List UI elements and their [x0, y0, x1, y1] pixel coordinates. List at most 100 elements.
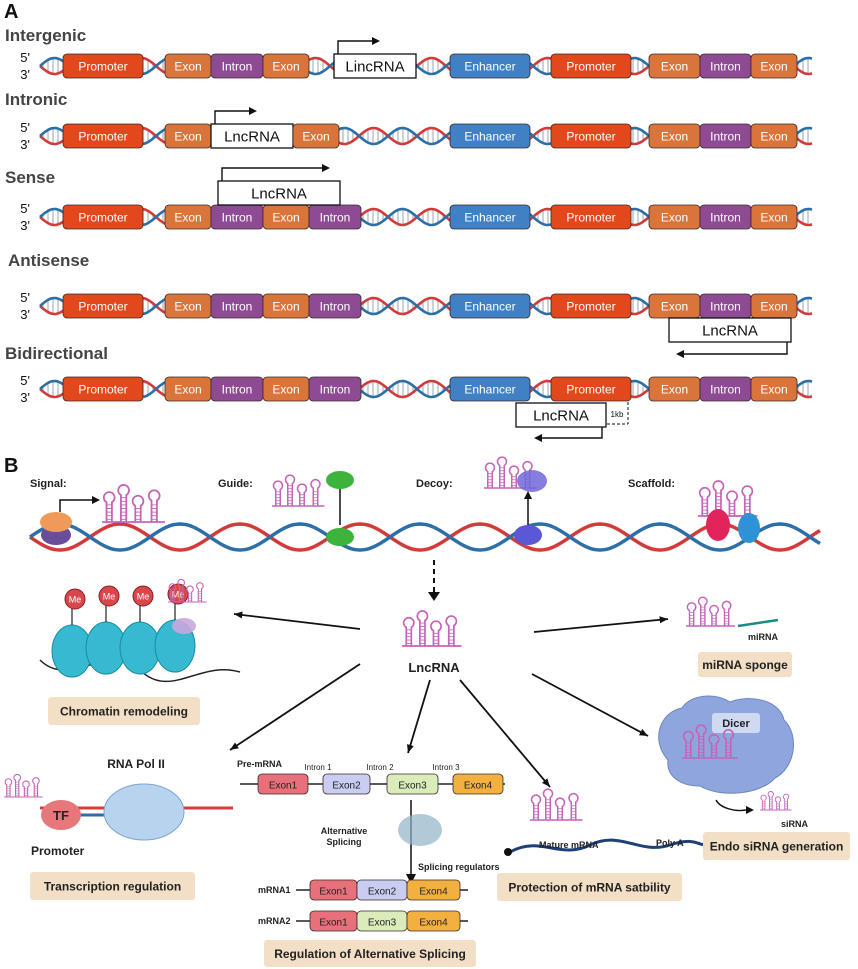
exon: Exon	[648, 204, 701, 230]
decoy-arrow-head	[524, 491, 532, 499]
intron: Intron	[210, 53, 264, 79]
stem-loop	[760, 794, 767, 811]
chromatin-label-text: Chromatin remodeling	[60, 705, 188, 719]
pre-exon: Exon2	[322, 773, 371, 795]
intron-label: Intron	[320, 211, 351, 225]
exon-label: Exon	[661, 60, 688, 74]
promoter-box	[62, 123, 144, 149]
stem-loop	[117, 484, 130, 523]
enhancer: Enhancer	[449, 53, 531, 79]
alt-label-1: Alternative	[321, 826, 368, 836]
enhancer-box	[449, 53, 531, 79]
exon: Exon	[164, 204, 212, 230]
promoter-label: Promoter	[566, 130, 615, 144]
mrna2-exon-label: Exon1	[319, 918, 348, 929]
intron-label: Intron	[710, 130, 741, 144]
stem-loop	[131, 494, 145, 523]
dicer-label: Dicer	[722, 718, 750, 730]
sponge-label-text: miRNA sponge	[702, 658, 788, 672]
enhancer-box	[449, 376, 531, 402]
enhancer-label: Enhancer	[464, 300, 515, 314]
row-title: Intronic	[5, 90, 67, 109]
sirna-arrow-head	[746, 806, 754, 814]
stem-loop	[284, 474, 296, 506]
stem-loop	[272, 480, 284, 506]
exon-label: Exon	[661, 211, 688, 225]
stem-loop	[430, 620, 442, 647]
sponge-lncrna	[686, 596, 735, 627]
pre-exon-box	[386, 773, 439, 795]
promoter: Promoter	[62, 204, 144, 230]
regulators-label: Splicing regulators	[418, 862, 500, 872]
enhancer-label: Enhancer	[464, 130, 515, 144]
methyl-label: Me	[103, 592, 116, 602]
transcription-arrow	[214, 107, 257, 124]
pre-exon-label: Exon4	[464, 781, 493, 792]
lncrna-label: LncRNA	[702, 323, 758, 340]
promoter-label: Promoter	[78, 60, 127, 74]
exon-box	[750, 204, 798, 230]
exon-label: Exon	[760, 300, 787, 314]
promoter: Promoter	[550, 204, 632, 230]
methyl-label: Me	[69, 595, 82, 605]
stem-loop	[4, 778, 13, 798]
mrna2-exon-label: Exon3	[368, 918, 397, 929]
arrow-stability	[459, 679, 551, 788]
promoter-box	[550, 123, 632, 149]
enhancer: Enhancer	[449, 204, 531, 230]
splicing-regulator-complex	[398, 814, 442, 846]
exon-label: Exon	[272, 60, 299, 74]
stem-loop	[402, 617, 415, 647]
intron-label: Intron	[710, 383, 741, 397]
promoter-label: Promoter	[78, 211, 127, 225]
signal-protein-orange	[40, 512, 72, 532]
intron-box	[308, 376, 362, 402]
strand-5-label: 5'	[20, 50, 30, 65]
strand-5-label: 5'	[20, 373, 30, 388]
stem-loop	[782, 793, 790, 811]
dashed-arrow-head	[428, 592, 440, 601]
mrna1-exon: Exon1	[309, 879, 358, 901]
scaffold-label: Scaffold:	[628, 478, 675, 490]
dna-strand-red	[28, 522, 821, 552]
sponge-label-bg	[698, 652, 792, 677]
pre-mrna-label: Pre-mRNA	[237, 759, 283, 769]
exon: Exon	[648, 53, 701, 79]
promoter-box	[62, 293, 144, 319]
chromatin-protein	[172, 618, 196, 634]
stem-loop	[767, 791, 774, 811]
pre-exon-label: Exon1	[269, 781, 298, 792]
exon-label: Exon	[174, 300, 201, 314]
decoy-protein	[517, 470, 547, 492]
mrna2-label: mRNA2	[258, 916, 291, 926]
methyl-mark	[98, 585, 120, 607]
promoter: Promoter	[62, 376, 144, 402]
decoy-dna-protein	[514, 525, 542, 545]
promoter: Promoter	[550, 293, 632, 319]
stem-loop	[484, 462, 496, 488]
exon-label: Exon	[302, 130, 329, 144]
intron-label: Intron	[710, 60, 741, 74]
intron: Intron	[699, 204, 752, 230]
exon: Exon	[262, 204, 310, 230]
transcription-label-text: Transcription regulation	[44, 880, 181, 894]
exon-label: Exon	[174, 130, 201, 144]
dna-strand-blue	[28, 522, 821, 552]
enhancer-box	[449, 204, 531, 230]
exon-label: Exon	[272, 300, 299, 314]
stem-loop	[177, 578, 185, 603]
promoter-label: Promoter	[78, 300, 127, 314]
splicing-label: Regulation of Alternative Splicing	[264, 940, 476, 967]
decoy-label: Decoy:	[416, 478, 453, 490]
enhancer-box	[449, 123, 531, 149]
distance-label: 1kb	[611, 410, 624, 419]
stem-loop	[726, 490, 738, 517]
intron: Intron	[699, 376, 752, 402]
exon-label: Exon	[760, 383, 787, 397]
mrna1-exon-label: Exon1	[319, 887, 348, 898]
lncrna-transcript: LncRNA	[217, 180, 341, 206]
promoter: Promoter	[550, 53, 632, 79]
